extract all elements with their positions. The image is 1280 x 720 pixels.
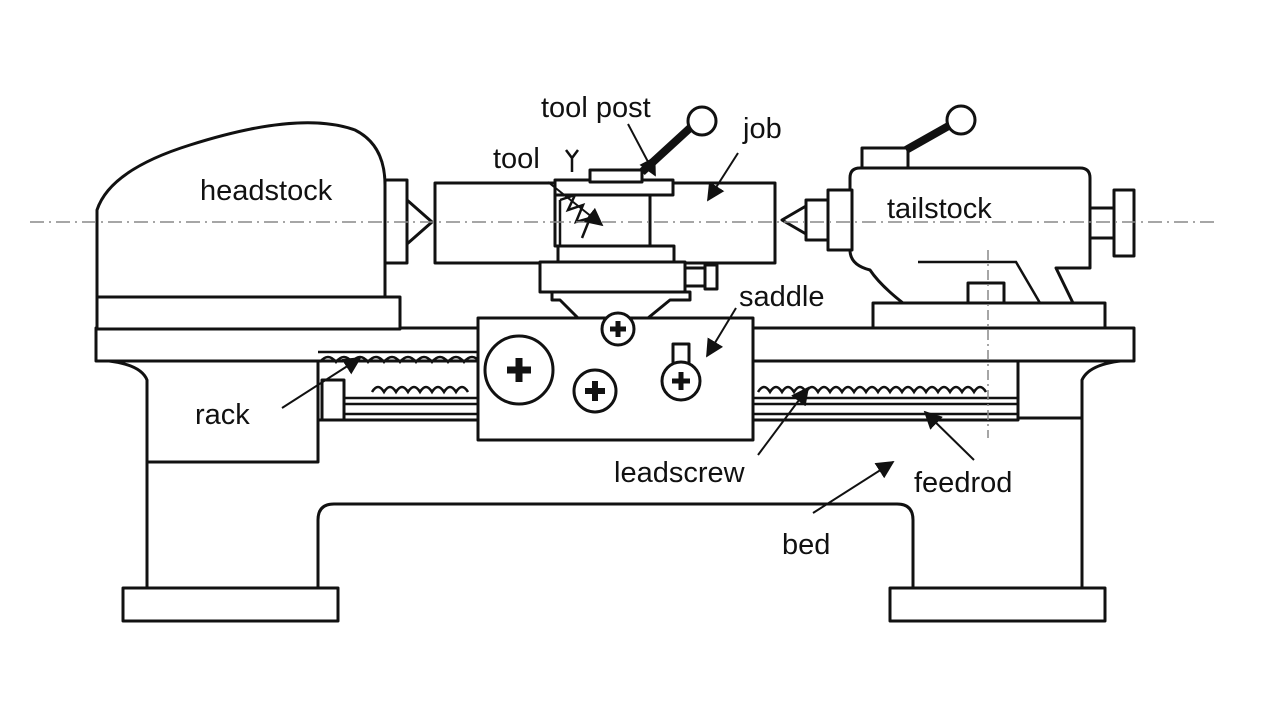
screw-bearing-left	[320, 378, 346, 422]
label-rack: rack	[195, 399, 250, 431]
arrow-feedrod	[923, 410, 975, 461]
arrow-saddle	[706, 307, 737, 358]
arrow-bed	[812, 461, 895, 514]
label-tool-post: tool post	[541, 92, 651, 124]
leadscrew-thread-left	[370, 385, 470, 395]
leader-arrows	[281, 123, 975, 514]
saddle	[476, 244, 755, 442]
left-foot	[121, 586, 340, 623]
leadscrew-thread-right	[756, 385, 988, 395]
arrow-leadscrew	[757, 386, 810, 456]
label-saddle: saddle	[739, 281, 824, 313]
rack-and-screws	[318, 350, 1018, 422]
label-leadscrew: leadscrew	[614, 457, 746, 489]
tailstock	[780, 104, 1136, 330]
right-leg-block	[1016, 358, 1135, 420]
arrow-job	[707, 152, 739, 202]
label-job: job	[742, 113, 782, 145]
label-feedrod: feedrod	[914, 467, 1012, 499]
arrow-tool-post	[627, 123, 656, 177]
arrow-rack	[281, 357, 362, 409]
arrow-tool	[547, 181, 604, 227]
headstock	[95, 121, 434, 331]
label-tailstock: tailstock	[887, 193, 992, 225]
label-tool: tool	[493, 143, 540, 175]
label-headstock: headstock	[200, 175, 333, 207]
label-bed: bed	[782, 529, 830, 561]
right-foot	[888, 586, 1107, 623]
